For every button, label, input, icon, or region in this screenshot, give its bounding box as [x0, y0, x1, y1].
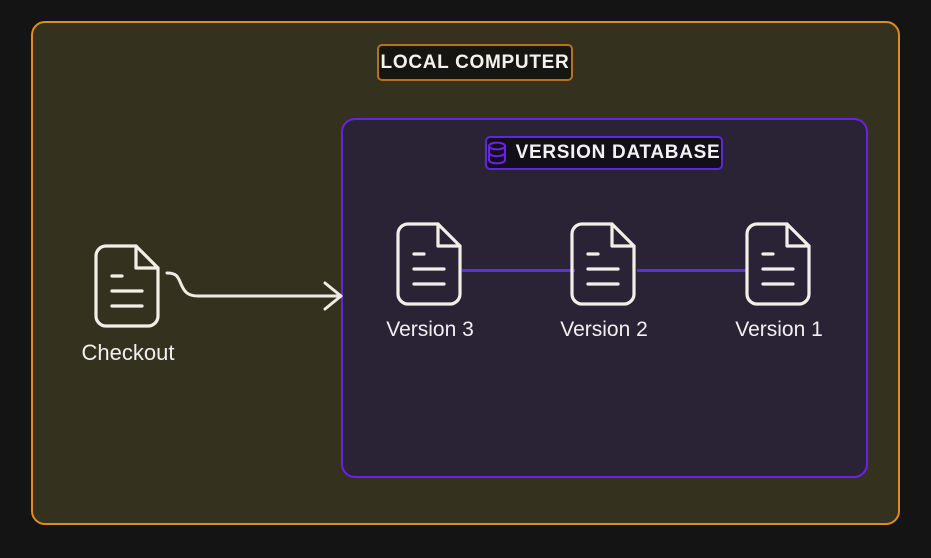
node-version2[interactable]: Version 2 [549, 222, 659, 342]
node-checkout-label: Checkout [81, 340, 175, 365]
node-version1-label: Version 1 [735, 318, 823, 341]
database-icon [486, 141, 508, 165]
local-computer-title-text: LOCAL COMPUTER [380, 51, 570, 73]
version-database-title-badge: VERSION DATABASE [485, 136, 723, 170]
file-icon [73, 244, 183, 333]
connector-version2-version1 [637, 269, 748, 272]
connector-version3-version2 [462, 269, 575, 272]
checkout-to-version3-arrow [165, 271, 343, 311]
node-version1[interactable]: Version 1 [724, 222, 834, 342]
local-computer-title-badge: LOCAL COMPUTER [377, 44, 573, 81]
node-version3[interactable]: Version 3 [375, 222, 485, 342]
node-version2-label: Version 2 [560, 318, 648, 341]
file-icon [375, 222, 485, 311]
version-database-container [341, 118, 868, 478]
file-icon [724, 222, 834, 311]
node-checkout[interactable]: Checkout [73, 244, 183, 366]
file-icon [549, 222, 659, 311]
version-database-title-text: VERSION DATABASE [515, 142, 721, 163]
node-version3-label: Version 3 [386, 318, 474, 341]
